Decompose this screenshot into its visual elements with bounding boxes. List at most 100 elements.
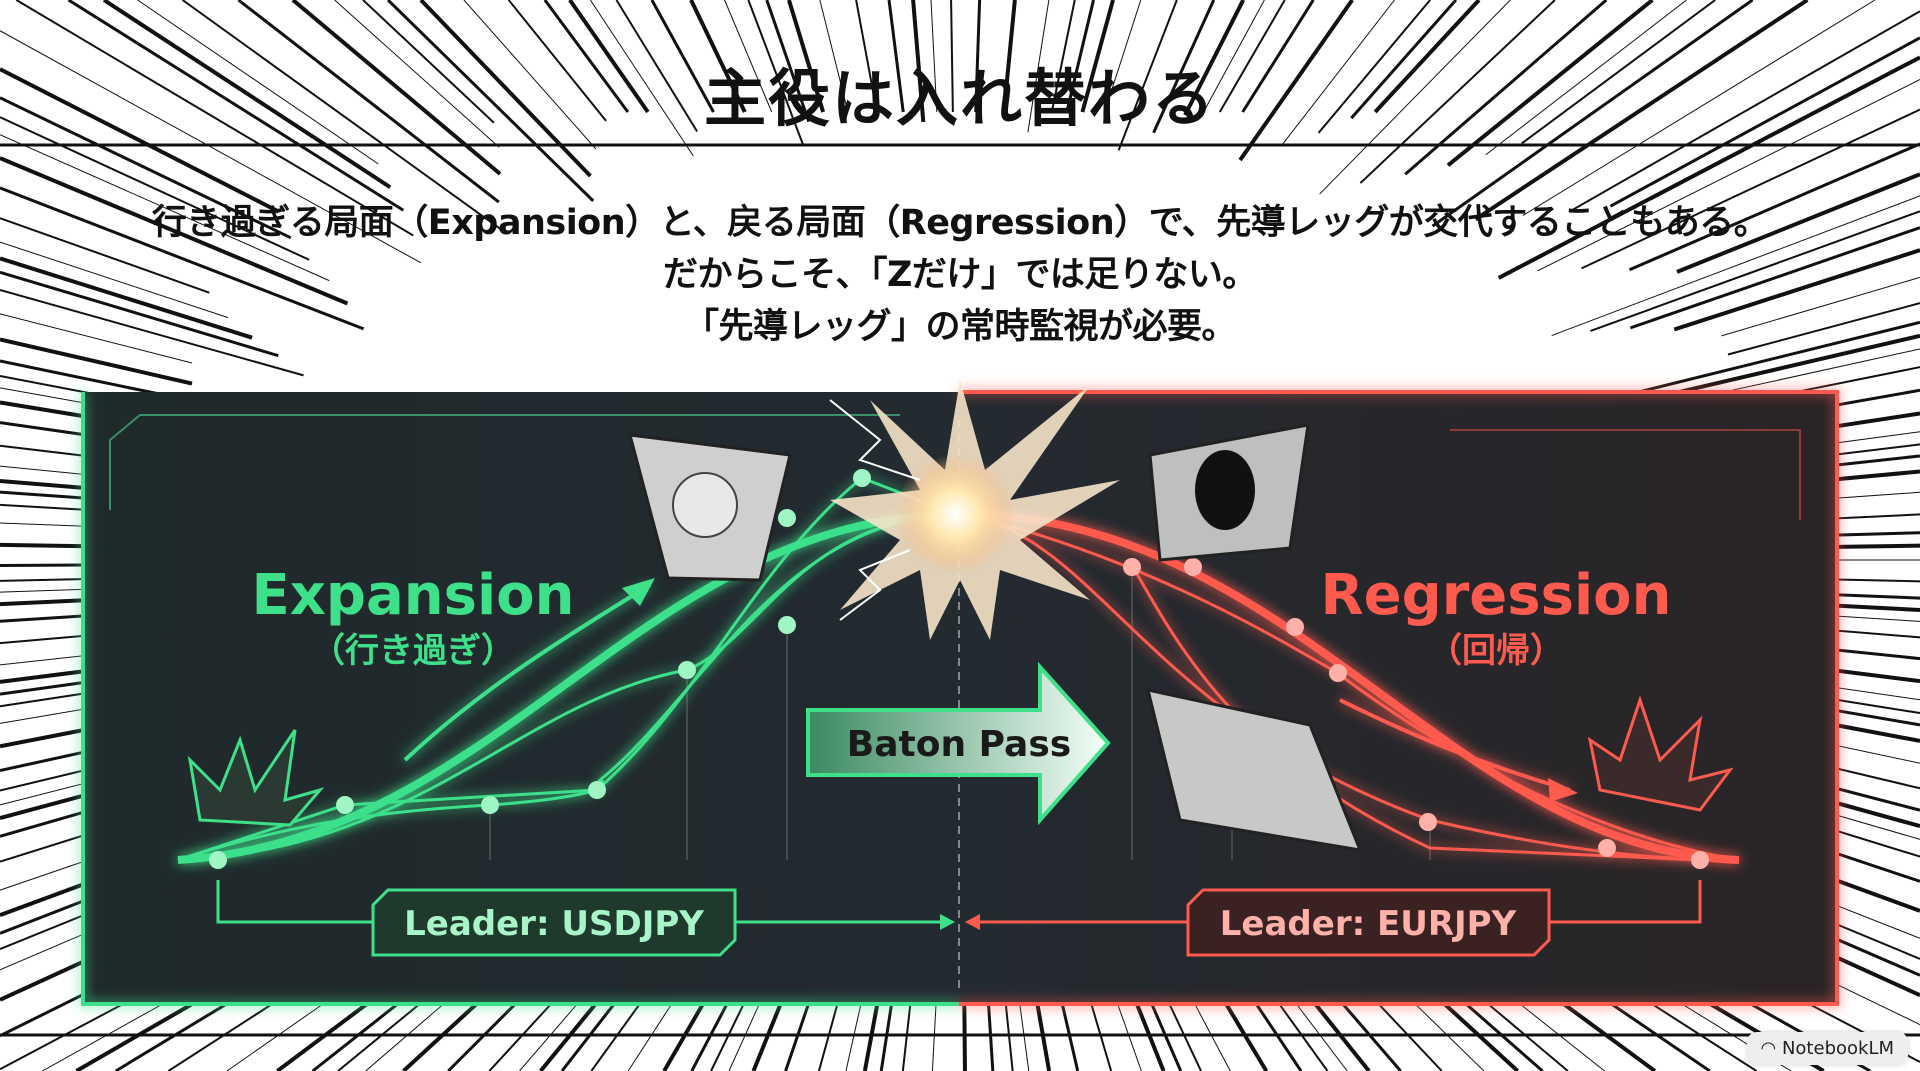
baton-pass-arrow — [806, 661, 1111, 826]
speed-line — [0, 270, 279, 358]
page-title: 主役は入れ替わる — [703, 62, 1216, 135]
speed-line — [1673, 248, 1920, 332]
speed-line — [67, 0, 405, 212]
speed-line — [1522, 0, 1876, 216]
speed-line — [1609, 36, 1920, 208]
speed-line — [1474, 0, 1809, 221]
red-spark-icon — [1587, 695, 1734, 812]
speed-line — [237, 0, 500, 204]
baton-pass-label: Baton Pass — [847, 724, 1071, 765]
speed-line — [974, 0, 982, 113]
speed-line — [0, 67, 280, 214]
speed-line — [1627, 320, 1920, 397]
speed-line — [950, 0, 954, 113]
speed-line — [1707, 348, 1920, 397]
speed-line — [1485, 0, 1687, 156]
speed-line — [1317, 0, 1431, 134]
speed-line — [1050, 0, 1076, 113]
speed-line — [1581, 108, 1920, 270]
character-panel-images — [627, 423, 1363, 852]
speed-line — [1628, 142, 1920, 272]
subtitle-line-1: 行き過ぎる局面（Expansion）と、戻る局面（Regression）で、先導… — [151, 203, 1769, 243]
speed-line — [1065, 0, 1095, 113]
speed-line — [1183, 0, 1246, 116]
speed-line — [181, 0, 502, 231]
expansion-curves — [177, 476, 956, 864]
speed-line — [0, 134, 330, 282]
subtitle-line-3: 「先導レッグ」の常時監視が必要。 — [683, 307, 1237, 347]
speed-line — [1241, 0, 1315, 113]
speed-line — [362, 0, 495, 124]
speed-line — [0, 30, 422, 264]
collision-burst-icon — [829, 380, 1120, 640]
speed-line — [1446, 0, 1654, 167]
speed-line — [0, 337, 193, 386]
regression-arrowhead-icon — [1548, 778, 1578, 802]
speed-line — [1537, 79, 1920, 272]
speed-line — [0, 156, 349, 306]
leader-usdjpy-box — [371, 888, 737, 957]
speed-line — [1350, 0, 1458, 120]
speed-line — [1521, 0, 1716, 145]
speed-line — [334, 0, 500, 148]
speed-line — [1676, 172, 1920, 274]
regression-sublabel: （回帰） — [1428, 631, 1564, 671]
panel — [81, 390, 1839, 1006]
speed-line — [747, 0, 805, 146]
speed-line — [1666, 333, 1920, 397]
notebooklm-label: NotebookLM — [1781, 1038, 1894, 1059]
speed-line — [0, 217, 210, 294]
speed-line — [0, 313, 193, 364]
subtitle-line-2: だからこそ、「Zだけ」では足りない。 — [663, 255, 1257, 295]
notebooklm-icon: ◠ — [1760, 1038, 1777, 1059]
speed-line — [819, 0, 849, 113]
speed-line — [1027, 0, 1050, 133]
green-spark-icon — [187, 729, 325, 827]
leader-eurjpy-box — [1186, 888, 1551, 957]
speed-line — [386, 0, 595, 202]
speed-line — [724, 0, 773, 113]
speed-line — [589, 0, 694, 157]
expansion-label: Expansion — [252, 563, 575, 628]
speed-line — [0, 256, 253, 340]
leader-eurjpy-label: Leader: EURJPY — [1220, 904, 1517, 944]
leader-right-arrow-icon — [965, 914, 980, 930]
speed-line — [1551, 195, 1920, 337]
speed-line — [1497, 55, 1920, 280]
speed-line — [930, 0, 938, 113]
speed-line — [615, 0, 698, 133]
speed-line — [419, 0, 592, 178]
speed-line — [1152, 0, 1216, 134]
speed-line — [911, 0, 926, 123]
speed-line — [1280, 0, 1395, 147]
speed-line — [1431, 0, 1754, 228]
speed-line — [568, 0, 650, 114]
speed-line — [1568, 10, 1920, 213]
speed-line — [507, 0, 607, 122]
speed-line — [15, 0, 414, 237]
speed-line — [1359, 0, 1556, 184]
speed-line — [1319, 0, 1511, 195]
speed-line — [650, 0, 715, 113]
speed-line — [0, 241, 229, 319]
speed-line — [1721, 276, 1920, 337]
notebooklm-badge: ◠ NotebookLM — [1746, 1032, 1908, 1065]
speed-line — [137, 0, 379, 165]
speed-line — [1104, 0, 1142, 113]
expansion-arrowhead-icon — [622, 578, 655, 606]
leader-usdjpy-label: Leader: USDJPY — [404, 904, 704, 944]
speed-line — [0, 96, 292, 240]
leader-left-arrow-icon — [940, 914, 955, 930]
speed-line — [0, 116, 310, 261]
speed-line — [689, 0, 747, 113]
speed-line — [787, 0, 826, 113]
speed-line — [0, 186, 365, 331]
speed-line — [1590, 210, 1920, 332]
speed-line — [0, 289, 304, 377]
speed-line — [1117, 0, 1178, 151]
speed-line — [1629, 226, 1920, 330]
expansion-points — [209, 469, 871, 869]
speed-line — [1080, 0, 1115, 113]
